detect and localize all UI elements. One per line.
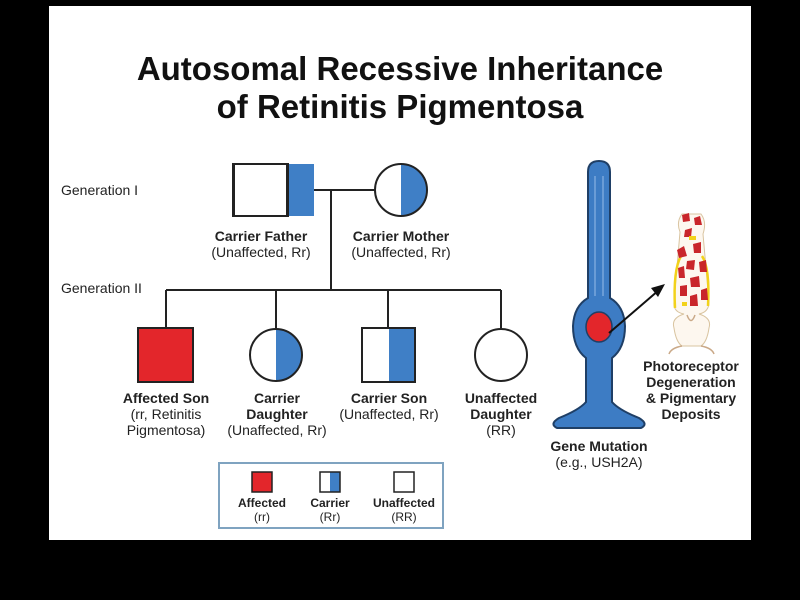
unaffected-daughter-symbol xyxy=(474,328,528,382)
father-label: Carrier Father (Unaffected, Rr) xyxy=(197,228,325,260)
degenerating-photoreceptor-illustration xyxy=(668,213,715,355)
degeneration-line-3: & Pigmentary xyxy=(645,390,737,406)
diagram-panel: Autosomal Recessive Inheritance of Retin… xyxy=(49,6,751,540)
carrier-son-label: Carrier Son (Unaffected, Rr) xyxy=(331,390,447,422)
carrier-daughter-symbol xyxy=(249,328,303,382)
mutated-nucleus xyxy=(585,311,613,343)
title-line-2: of Retinitis Pigmentosa xyxy=(216,88,584,125)
legend-affected-label: Affected (rr) xyxy=(222,496,302,524)
carrier-son-detail: (Unaffected, Rr) xyxy=(339,406,439,422)
photoreceptor-cell-illustration xyxy=(552,159,665,429)
legend-unaffected-text: Unaffected xyxy=(372,496,435,510)
affected-son-name: Affected Son xyxy=(122,390,210,406)
legend-carrier-swatch xyxy=(319,471,341,493)
carrier-daughter-detail: (Unaffected, Rr) xyxy=(227,422,327,438)
legend-carrier-genotype: (Rr) xyxy=(319,510,341,524)
gene-mutation-title: Gene Mutation xyxy=(550,438,648,454)
affected-son-detail-1: (rr, Retinitis xyxy=(130,406,202,422)
affected-son-symbol xyxy=(137,327,194,383)
mother-name: Carrier Mother xyxy=(352,228,450,244)
legend-affected-swatch xyxy=(251,471,273,493)
mother-detail: (Unaffected, Rr) xyxy=(351,244,451,260)
gene-mutation-label: Gene Mutation (e.g., USH2A) xyxy=(537,438,661,470)
affected-son-detail-2: Pigmentosa) xyxy=(126,422,206,438)
carrier-daughter-label: Carrier Daughter (Unaffected, Rr) xyxy=(219,390,335,438)
mother-symbol xyxy=(374,163,428,217)
legend-unaffected-genotype: (RR) xyxy=(391,510,417,524)
generation-2-label: Generation II xyxy=(61,280,142,296)
pigment-deposits xyxy=(677,213,708,306)
unaffected-daughter-detail: (RR) xyxy=(486,422,516,438)
legend-carrier-text: Carrier xyxy=(310,496,350,510)
legend-carrier-label: Carrier (Rr) xyxy=(290,496,370,524)
father-symbol xyxy=(232,163,314,217)
legend: Affected (rr) Carrier (Rr) Unaffected (R… xyxy=(218,462,444,529)
title-line-1: Autosomal Recessive Inheritance xyxy=(136,50,664,87)
mother-label: Carrier Mother (Unaffected, Rr) xyxy=(337,228,465,260)
pedigree-chart xyxy=(137,159,715,429)
unaffected-daughter-name-1: Unaffected xyxy=(464,390,538,406)
gene-mutation-example: (e.g., USH2A) xyxy=(555,454,643,470)
carrier-daughter-name-1: Carrier xyxy=(254,390,300,406)
unaffected-daughter-name-2: Daughter xyxy=(470,406,532,422)
legend-unaffected-swatch xyxy=(393,471,415,493)
legend-affected-genotype: (rr) xyxy=(254,510,270,524)
carrier-son-symbol xyxy=(361,327,416,383)
degeneration-line-1: Photoreceptor xyxy=(643,358,739,374)
carrier-daughter-name-2: Daughter xyxy=(246,406,308,422)
degeneration-line-4: Deposits xyxy=(661,406,721,422)
carrier-son-name: Carrier Son xyxy=(350,390,428,406)
legend-unaffected-label: Unaffected (RR) xyxy=(364,496,444,524)
degeneration-line-2: Degeneration xyxy=(646,374,736,390)
father-name: Carrier Father xyxy=(214,228,308,244)
legend-affected-text: Affected xyxy=(237,496,286,510)
generation-1-label: Generation I xyxy=(61,182,139,198)
degeneration-label: Photoreceptor Degeneration & Pigmentary … xyxy=(631,358,751,422)
father-detail: (Unaffected, Rr) xyxy=(211,244,311,260)
arrow-head-icon xyxy=(651,284,665,297)
unaffected-daughter-label: Unaffected Daughter (RR) xyxy=(447,390,555,438)
affected-son-label: Affected Son (rr, Retinitis Pigmentosa) xyxy=(111,390,221,438)
